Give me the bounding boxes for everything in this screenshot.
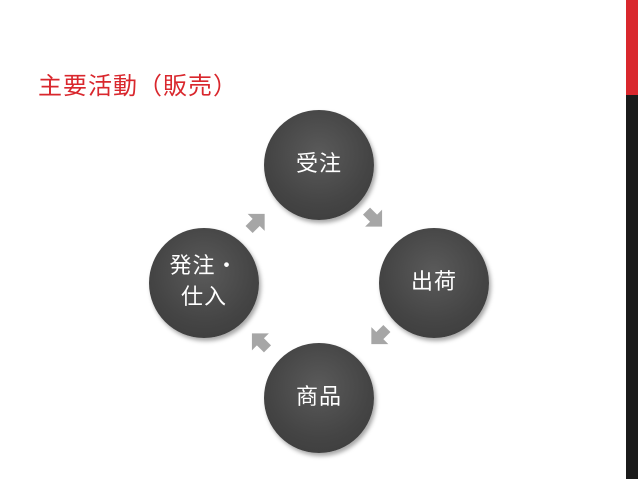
node-label: 出荷 xyxy=(410,269,457,295)
node-product: 商品 xyxy=(264,343,374,453)
slide-title: 主要活動（販売） xyxy=(38,72,238,100)
node-label: 商品 xyxy=(295,384,342,410)
node-label: 発注・仕入 xyxy=(169,254,239,310)
side-bar xyxy=(626,95,638,479)
accent-bar xyxy=(626,0,638,95)
arrow-down-left-icon xyxy=(371,324,391,345)
node-order-received: 受注 xyxy=(264,110,374,220)
arrow-down-right-icon xyxy=(362,207,383,227)
arrow-up-left-icon xyxy=(251,333,272,353)
node-shipping: 出荷 xyxy=(379,228,489,338)
node-label: 受注 xyxy=(295,151,342,177)
node-ordering-purchasing: 発注・仕入 xyxy=(149,228,259,338)
arrow-up-right-icon xyxy=(245,213,265,234)
